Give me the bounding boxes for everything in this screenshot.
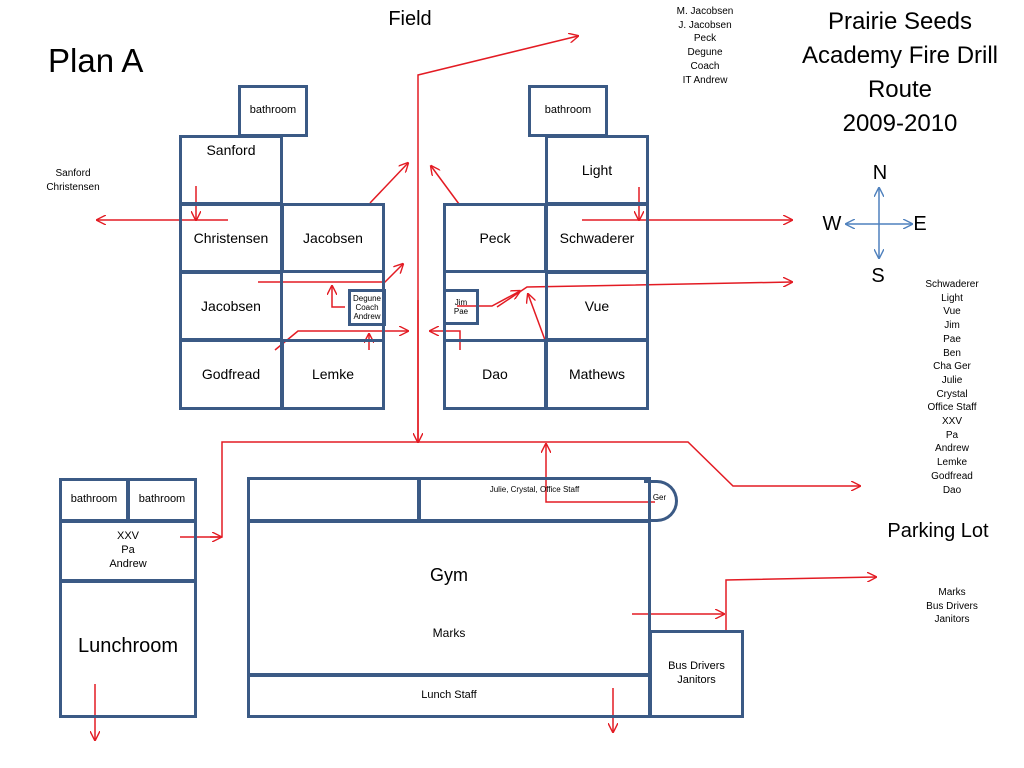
room-lunchroom: Lunchroom (59, 580, 197, 718)
page-title: Prairie Seeds Academy Fire Drill Route 2… (801, 8, 999, 137)
route-arrow (332, 286, 345, 308)
room-schwaderer: Schwaderer (545, 203, 649, 273)
west-wing-wall (281, 271, 385, 341)
bathroom-lunch-2: bathroom (127, 478, 197, 522)
plan-label: Plan A (48, 42, 144, 79)
room-dao: Dao (443, 339, 547, 410)
compass-east: E (913, 213, 927, 235)
parking-lot-label: Parking Lot (887, 520, 989, 542)
route-arrow (496, 282, 792, 308)
room-vue: Vue (545, 271, 649, 341)
lunchroom-label: Lunchroom (77, 634, 179, 657)
room-light: Light (545, 135, 649, 205)
route-arrow (430, 331, 461, 350)
gym-office-julie-crystal: Julie, Crystal, Office Staff (418, 477, 651, 522)
room-sanford: Sanford (179, 135, 283, 205)
compass-rose (846, 188, 912, 258)
room-godfread: Godfread (179, 339, 283, 410)
route-arrow-east (725, 577, 876, 632)
room-peck: Peck (443, 203, 547, 273)
bathroom-nw: bathroom (238, 85, 308, 137)
gym-office-left (247, 477, 420, 522)
room-lunch-staff: Lunch Staff (247, 674, 651, 718)
gym-label: Gym (430, 565, 468, 585)
bathroom-lunch-1: bathroom (59, 478, 129, 522)
route-arrow (431, 166, 460, 205)
room-ger: Ger (644, 480, 678, 522)
room-christensen: Christensen (179, 203, 283, 273)
room-gym: Gym Marks (247, 520, 651, 676)
compass-west: W (822, 213, 842, 235)
gym-marks-label: Marks (432, 626, 466, 640)
field-label: Field (388, 8, 432, 30)
route-arrow (546, 444, 655, 503)
bathroom-ne: bathroom (528, 85, 608, 137)
room-jacobsen-north: Jacobsen (281, 203, 385, 273)
route-arrow (369, 163, 408, 204)
room-mathews: Mathews (545, 339, 649, 410)
route-arrow (258, 264, 403, 283)
room-lemke: Lemke (281, 339, 385, 410)
compass-north: N (872, 162, 888, 184)
compass-south: S (871, 265, 885, 287)
route-arrow (457, 291, 520, 307)
route-arrow (528, 294, 546, 341)
room-jacobsen-south: Jacobsen (179, 271, 283, 341)
